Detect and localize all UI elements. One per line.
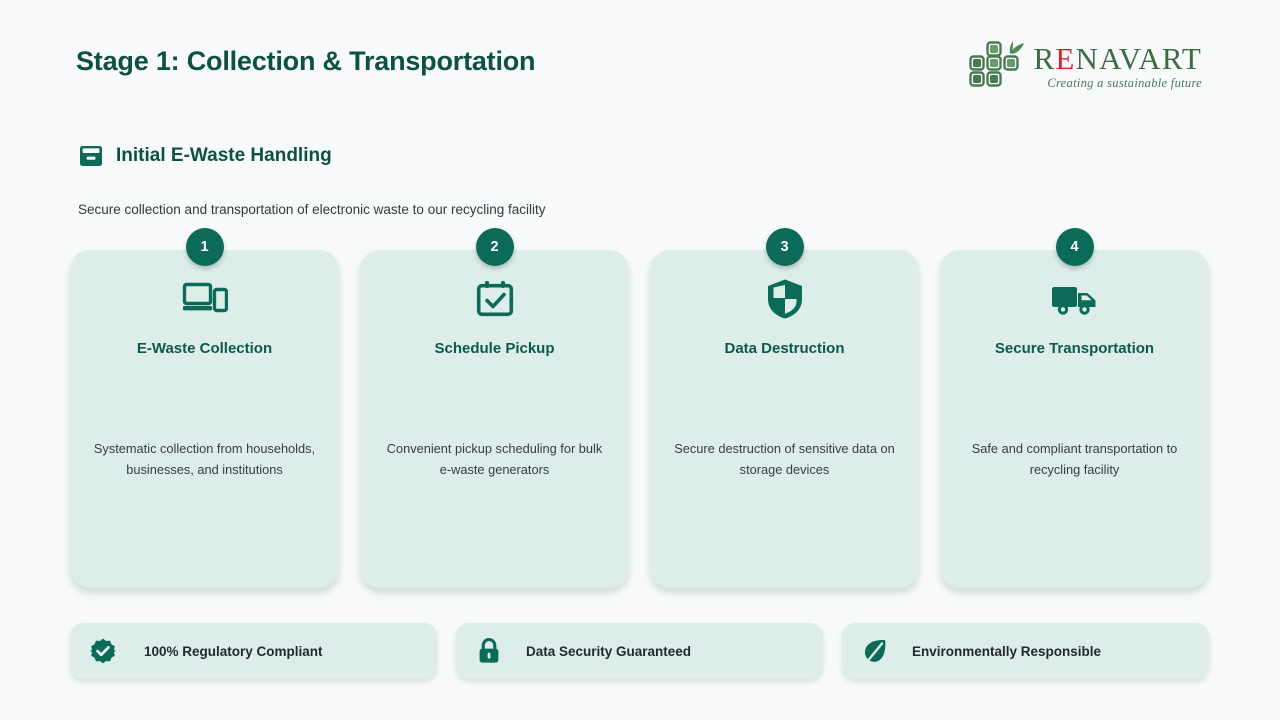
logo-wordmark: RENAVART Creating a sustainable future	[1033, 43, 1202, 90]
lock-icon	[476, 638, 502, 664]
logo-word-highlight: E	[1055, 40, 1076, 76]
badge-check-rosette-icon	[90, 638, 116, 664]
brand-logo: RENAVART Creating a sustainable future	[967, 38, 1202, 94]
step-description: Secure destruction of sensitive data on …	[674, 441, 895, 478]
shield-icon	[766, 278, 804, 320]
step-number-badge: 4	[1055, 228, 1094, 266]
section-header: Initial E-Waste Handling	[78, 143, 332, 169]
assurance-badges-row: 100% Regulatory Compliant Data Security …	[70, 623, 1210, 679]
assurance-badge-label: Environmentally Responsible	[912, 643, 1102, 659]
assurance-badge-label: Data Security Guaranteed	[526, 643, 692, 659]
process-steps-row: 1 E-Waste Collection Systematic collecti…	[70, 228, 1210, 590]
step-card-e-waste-collection[interactable]: 1 E-Waste Collection Systematic collecti…	[70, 228, 339, 588]
step-card-secure-transportation[interactable]: 4 Secure Transportation Safe and complia…	[940, 228, 1209, 588]
step-title: Data Destruction	[724, 340, 845, 357]
step-number-badge: 1	[185, 228, 224, 266]
step-title: Schedule Pickup	[434, 340, 555, 357]
step-description: Safe and compliant transportation to rec…	[971, 441, 1178, 478]
step-card-data-destruction[interactable]: 3 Data Destruction Secure destruction of…	[650, 228, 919, 588]
logo-word-part1: R	[1033, 40, 1056, 76]
step-card-schedule-pickup[interactable]: 2 Schedule Pickup Convenient pickup sche…	[360, 228, 629, 588]
logo-tagline: Creating a sustainable future	[1047, 75, 1202, 90]
step-number-badge: 3	[765, 228, 804, 266]
page-header: Stage 1: Collection & Transportation	[0, 0, 1280, 110]
assurance-badge-regulatory-compliant[interactable]: 100% Regulatory Compliant	[70, 623, 437, 679]
section-subtitle: Secure collection and transportation of …	[78, 202, 546, 217]
leaf-icon	[862, 638, 888, 664]
step-number-badge: 2	[475, 228, 514, 266]
assurance-badge-environmentally-responsible[interactable]: Environmentally Responsible	[842, 623, 1209, 679]
page-title: Stage 1: Collection & Transportation	[76, 46, 536, 76]
logo-word: RENAVART	[1033, 43, 1202, 74]
assurance-badge-data-security[interactable]: Data Security Guaranteed	[456, 623, 823, 679]
section-title: Initial E-Waste Handling	[116, 145, 332, 166]
step-description: Convenient pickup scheduling for bulk e-…	[386, 441, 603, 478]
recycling-squares-leaf-icon	[967, 40, 1025, 92]
assurance-badge-label: 100% Regulatory Compliant	[144, 643, 323, 659]
step-description: Systematic collection from households, b…	[93, 441, 316, 478]
step-title: Secure Transportation	[994, 340, 1155, 357]
calendar-check-icon	[475, 278, 515, 320]
step-title: E-Waste Collection	[136, 340, 273, 357]
archive-box-icon	[78, 143, 104, 169]
laptop-phone-devices-icon	[182, 278, 228, 320]
delivery-truck-icon	[1051, 278, 1099, 320]
logo-word-part2: NAVART	[1075, 40, 1202, 76]
